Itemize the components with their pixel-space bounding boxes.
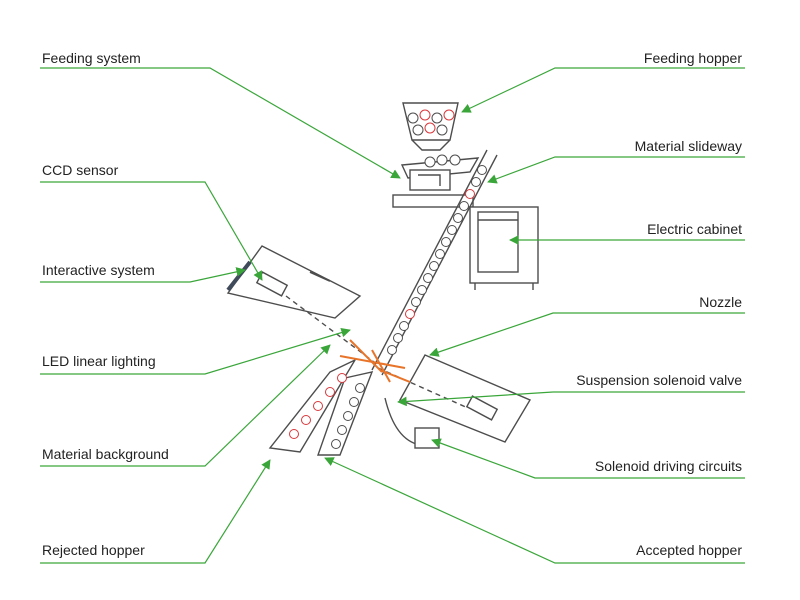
label-material-slideway: Material slideway xyxy=(634,138,742,154)
label-solenoid-driving-circuits: Solenoid driving circuits xyxy=(594,458,742,474)
optical-box-upper xyxy=(226,245,362,319)
feeding-system-drawing xyxy=(392,157,480,208)
rejected-hopper-drawing xyxy=(268,358,357,453)
label-interactive-system: Interactive system xyxy=(42,262,155,278)
label-nozzle: Nozzle xyxy=(699,294,742,310)
leader-lines xyxy=(40,67,745,564)
optical-box-lower xyxy=(399,354,532,443)
label-feeding-system: Feeding system xyxy=(42,50,141,66)
label-accepted-hopper: Accepted hopper xyxy=(636,542,742,558)
label-ccd-sensor: CCD sensor xyxy=(42,162,119,178)
label-rejected-hopper: Rejected hopper xyxy=(42,542,145,558)
label-suspension-solenoid-valve: Suspension solenoid valve xyxy=(576,372,742,388)
label-electric-cabinet: Electric cabinet xyxy=(647,221,742,237)
electric-cabinet-drawing xyxy=(469,206,539,290)
machine xyxy=(226,102,539,456)
led-light-beams xyxy=(339,339,411,383)
label-led-linear-lighting: LED linear lighting xyxy=(42,353,156,369)
particles xyxy=(289,109,487,449)
label-feeding-hopper: Feeding hopper xyxy=(643,50,742,66)
label-material-background: Material background xyxy=(42,446,169,462)
